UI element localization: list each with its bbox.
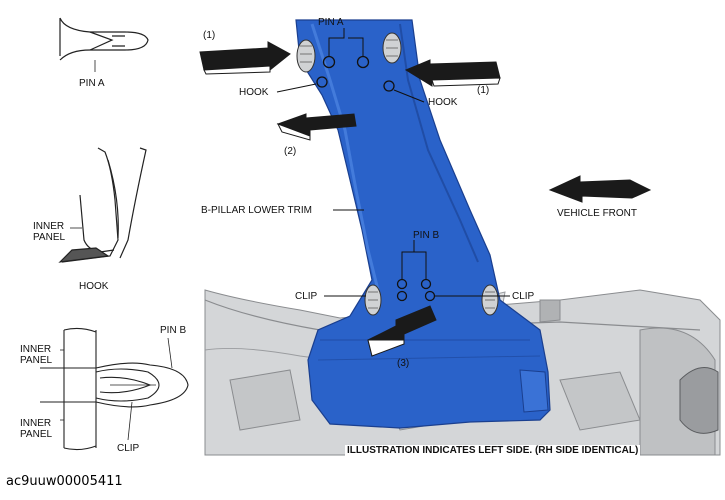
inner-panel-top-label-2: PANEL	[20, 355, 53, 366]
hook-detail-drawing	[58, 147, 147, 263]
step-1-right-label: (1)	[477, 85, 490, 96]
hook-left-label: HOOK	[239, 87, 269, 98]
inner-panel-hook-label-2: PANEL	[33, 232, 66, 243]
clip-detail-label: CLIP	[117, 443, 140, 454]
pin-a-detail-drawing	[59, 17, 149, 72]
clip-right-label: CLIP	[512, 291, 535, 302]
arrow-2	[276, 113, 357, 137]
arrow-1-right	[404, 59, 501, 87]
step-1-left-label: (1)	[203, 30, 216, 41]
pin-b-main-label: PIN B	[413, 230, 440, 241]
footnote: ILLUSTRATION INDICATES LEFT SIDE. (RH SI…	[345, 445, 641, 456]
leader-lines	[276, 28, 510, 297]
pin-a-main-label: PIN A	[318, 17, 344, 28]
trim-name-label: B-PILLAR LOWER TRIM	[201, 205, 312, 216]
pin-a-detail-label: PIN A	[79, 78, 105, 89]
vehicle-front-label: VEHICLE FRONT	[557, 208, 638, 219]
pin-b-detail-drawing	[40, 327, 189, 451]
hook-clip-pads	[296, 32, 499, 316]
hook-detail-label: HOOK	[79, 281, 109, 292]
figure-code-caption: ac9uuw00005411	[6, 474, 123, 489]
b-pillar-trim	[295, 19, 551, 429]
clip-left-label: CLIP	[295, 291, 318, 302]
arrow-1-left	[199, 41, 291, 72]
vehicle-front-arrow	[548, 175, 652, 203]
inner-panel-top-label-1: INNER	[20, 344, 52, 355]
inner-panel-bottom-label-1: INNER	[20, 418, 52, 429]
inner-panel-hook-label-1: INNER	[33, 221, 65, 232]
inner-panel-bottom-label-2: PANEL	[20, 429, 53, 440]
hook-right-label: HOOK	[428, 97, 458, 108]
step-2-label: (2)	[284, 146, 297, 157]
removal-arrows	[199, 41, 652, 357]
pin-b-detail-label: PIN B	[160, 325, 187, 336]
step-3-label: (3)	[397, 358, 410, 369]
